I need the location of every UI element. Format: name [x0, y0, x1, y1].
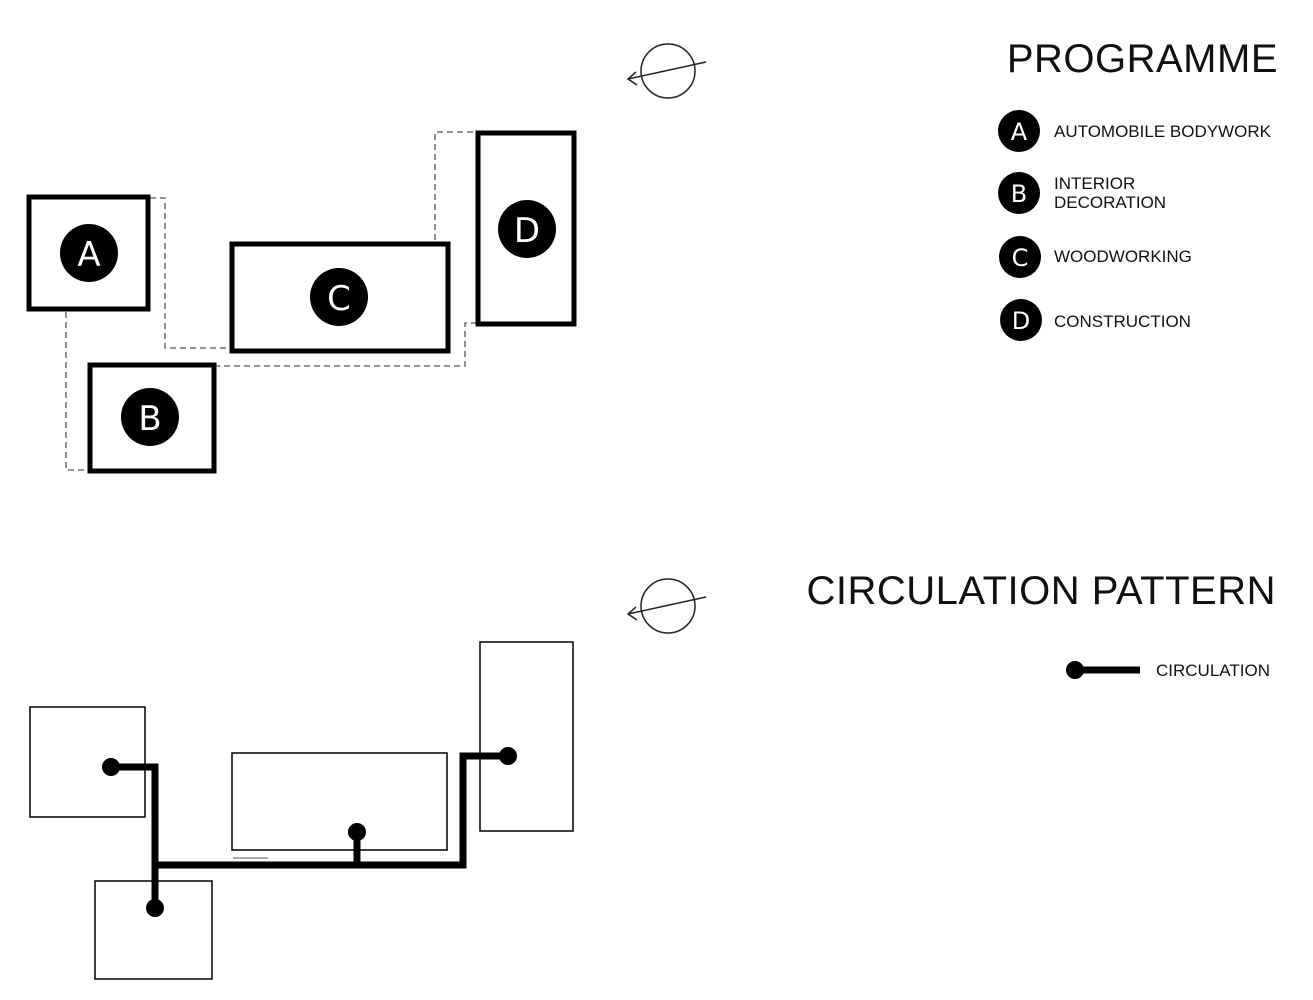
legend-a-label: AUTOMOBILE BODYWORK	[1054, 122, 1272, 141]
zone-a: A	[26, 194, 151, 312]
north-arrow-icon	[626, 578, 707, 634]
circulation-title: CIRCULATION PATTERN	[806, 569, 1276, 613]
legend-a-letter: A	[1011, 118, 1028, 146]
circulation-node	[499, 747, 517, 765]
legend-b-letter: B	[1011, 180, 1027, 208]
zone-b-label: B	[138, 399, 161, 439]
zone-c: C	[229, 241, 451, 354]
circulation-zone-a	[29, 706, 146, 818]
legend-item-d: D CONSTRUCTION	[1000, 299, 1191, 341]
legend-item-a: A AUTOMOBILE BODYWORK	[998, 110, 1272, 152]
circulation-node	[348, 823, 366, 841]
zone-b: B	[87, 362, 217, 474]
circulation-legend-node-icon	[1066, 661, 1084, 679]
adjacency-dashed-lines	[65, 131, 478, 471]
legend-b-label-line1: INTERIOR	[1054, 174, 1135, 193]
north-arrow-icon	[626, 43, 707, 99]
circulation-zones	[29, 641, 574, 980]
programme-title: PROGRAMME	[1007, 37, 1278, 81]
programme-legend: A AUTOMOBILE BODYWORK B INTERIOR DECORAT…	[998, 110, 1272, 341]
circulation-zone-d	[479, 641, 574, 832]
circulation-zone-c	[231, 752, 448, 851]
legend-item-c: C WOODWORKING	[999, 236, 1192, 278]
legend-c-letter: C	[1012, 244, 1029, 272]
legend-c-label: WOODWORKING	[1054, 247, 1192, 266]
legend-d-label: CONSTRUCTION	[1054, 312, 1191, 331]
legend-b-label-line2: DECORATION	[1054, 193, 1166, 212]
circulation-nodes	[102, 747, 517, 917]
zone-d: D	[475, 130, 577, 327]
circulation-node	[102, 758, 120, 776]
legend-d-letter: D	[1012, 307, 1030, 335]
zone-d-label: D	[514, 211, 540, 251]
legend-item-b: B INTERIOR DECORATION	[998, 172, 1166, 214]
zone-c-label: C	[327, 279, 351, 319]
circulation-node	[146, 899, 164, 917]
circulation-legend-label: CIRCULATION	[1156, 661, 1270, 680]
zone-a-label: A	[77, 235, 100, 275]
circulation-legend: CIRCULATION	[1066, 661, 1270, 680]
